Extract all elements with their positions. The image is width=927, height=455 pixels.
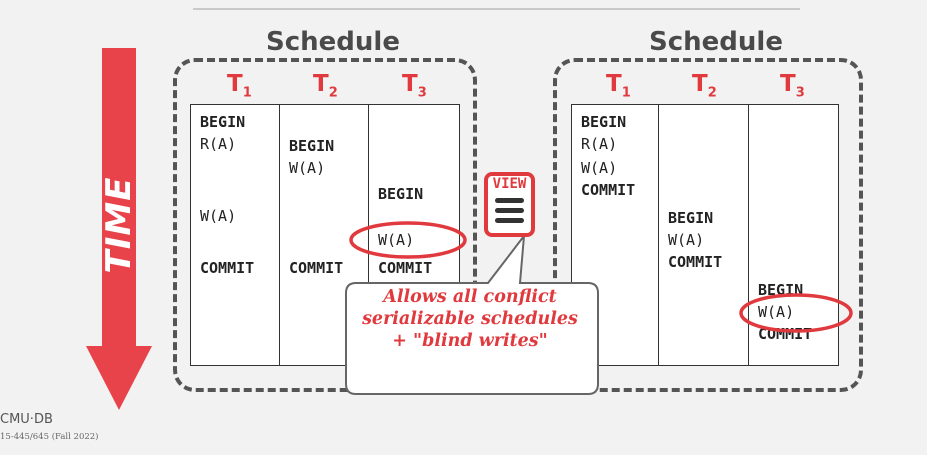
right-t2-begin: BEGIN [668, 209, 714, 227]
left-t1-begin: BEGIN [200, 113, 246, 131]
left-t1-commit: COMMIT [200, 259, 255, 277]
right-t1-begin: BEGIN [581, 113, 627, 131]
right-schedule-frame [553, 58, 863, 392]
left-t1-write-a: W(A) [200, 207, 237, 225]
left-t3-header: T3 [402, 71, 427, 101]
right-t3-header: T3 [780, 71, 805, 101]
left-t1-header: T1 [227, 71, 252, 101]
left-t2-commit: COMMIT [289, 259, 344, 277]
left-t1-read-a: R(A) [200, 135, 237, 153]
right-blind-write-highlight [739, 293, 853, 333]
left-t1-column: BEGIN R(A) W(A) COMMIT [191, 105, 280, 365]
left-blind-write-highlight [349, 221, 467, 259]
menu-bars-icon [495, 198, 524, 228]
view-label: VIEW [492, 176, 527, 192]
right-t3-write-a: W(A) [758, 303, 795, 321]
left-t3-write-a: W(A) [378, 231, 415, 249]
right-t2-column: BEGIN W(A) COMMIT [659, 105, 749, 365]
right-t1-write-a: W(A) [581, 159, 618, 177]
right-t1-commit: COMMIT [581, 181, 636, 199]
right-schedule-table: BEGIN R(A) W(A) COMMIT BEGIN W(A) COMMIT… [571, 104, 839, 366]
left-t3-begin: BEGIN [378, 185, 424, 203]
callout-text: Allows all conflict serializable schedul… [346, 286, 594, 352]
top-divider [193, 8, 800, 10]
right-t2-header: T2 [692, 71, 717, 101]
right-t1-read-a: R(A) [581, 135, 618, 153]
left-schedule-frame [173, 58, 477, 392]
right-t1-column: BEGIN R(A) W(A) COMMIT [572, 105, 659, 365]
right-t2-write-a: W(A) [668, 231, 705, 249]
left-t2-column: BEGIN W(A) COMMIT [280, 105, 369, 365]
left-t2-header: T2 [313, 71, 338, 101]
left-t3-column: BEGIN W(A) COMMIT [369, 105, 458, 365]
left-t2-begin: BEGIN [289, 137, 335, 155]
left-t2-write-a: W(A) [289, 159, 326, 177]
callout-line-3: + "blind writes" [392, 331, 548, 351]
right-t2-commit: COMMIT [668, 253, 723, 271]
callout-line-2: serializable schedules [362, 309, 578, 329]
view-equivalence-icon: VIEW [484, 172, 535, 237]
course-label: 15-445/645 (Fall 2022) [0, 432, 99, 442]
cmu-db-logo: CMU·DB [0, 412, 53, 427]
callout-bubble [345, 232, 599, 395]
right-schedule-title: Schedule [649, 27, 783, 57]
right-t1-header: T1 [606, 71, 631, 101]
callout-line-1: Allows all conflict [383, 287, 557, 307]
left-t3-commit: COMMIT [378, 259, 433, 277]
left-schedule-title: Schedule [266, 27, 400, 57]
